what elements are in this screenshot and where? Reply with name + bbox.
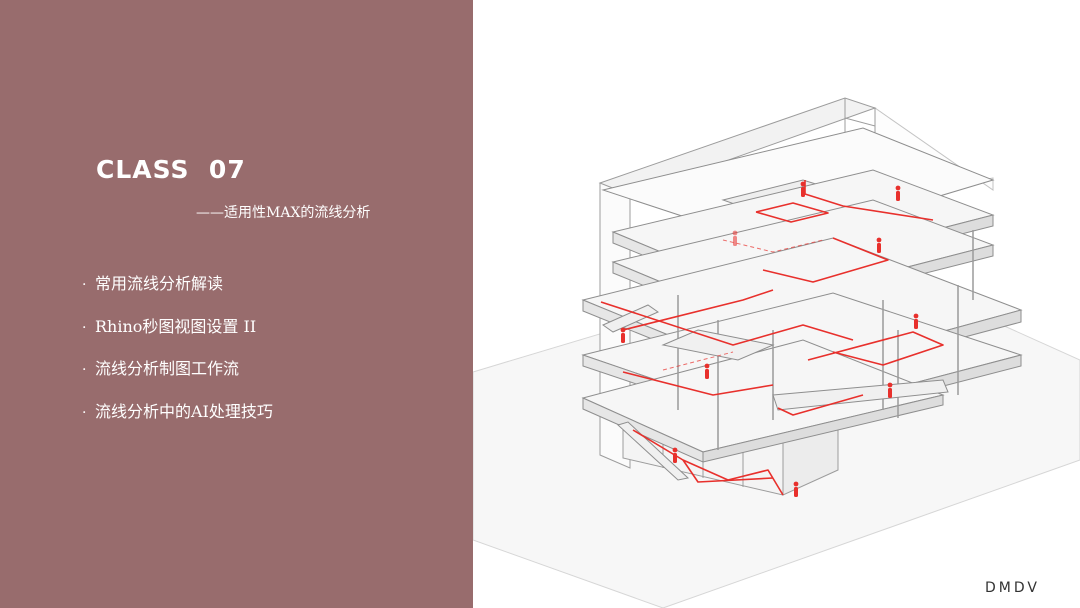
bullet-marker: · <box>82 277 87 293</box>
person-icon <box>732 230 738 246</box>
topic-text: 流线分析制图工作流 <box>95 359 240 378</box>
bullet-marker: · <box>82 404 87 421</box>
people-figures <box>620 181 919 497</box>
class-title: CLASS 07 <box>96 155 246 184</box>
topic-text: 流线分析中的AI处理技巧 <box>95 401 273 421</box>
bullet-marker: · <box>82 319 87 336</box>
subtitle: ——适用性MAX的流线分析 <box>196 205 371 221</box>
circulation-dashed <box>662 239 824 371</box>
person-icon <box>620 327 626 343</box>
topic-item: · 流线分析制图工作流 <box>82 355 273 383</box>
building-circulation-diagram <box>473 97 1080 608</box>
topic-item: · Rhino秒图视图设置 II <box>82 313 273 341</box>
bullet-marker: · <box>82 362 87 378</box>
person-icon <box>895 185 901 201</box>
title-panel: CLASS 07 ——适用性MAX的流线分析 · 常用流线分析解读 · Rhino秒… <box>0 0 473 608</box>
person-icon <box>704 363 710 379</box>
person-icon <box>887 382 893 398</box>
person-icon <box>876 237 882 253</box>
topic-item: · 流线分析中的AI处理技巧 <box>82 398 273 426</box>
topic-item: · 常用流线分析解读 <box>82 270 273 298</box>
topic-text: 常用流线分析解读 <box>95 274 224 293</box>
topic-text: Rhino秒图视图设置 II <box>95 316 257 336</box>
topic-list: · 常用流线分析解读 · Rhino秒图视图设置 II · 流线分析制图工作流 · 流线… <box>82 270 273 440</box>
person-icon <box>913 313 919 329</box>
brand-logo: DMDV <box>985 580 1040 596</box>
circulation-paths <box>600 180 944 496</box>
person-icon <box>672 447 678 463</box>
person-icon <box>793 481 799 497</box>
person-icon <box>800 181 806 197</box>
